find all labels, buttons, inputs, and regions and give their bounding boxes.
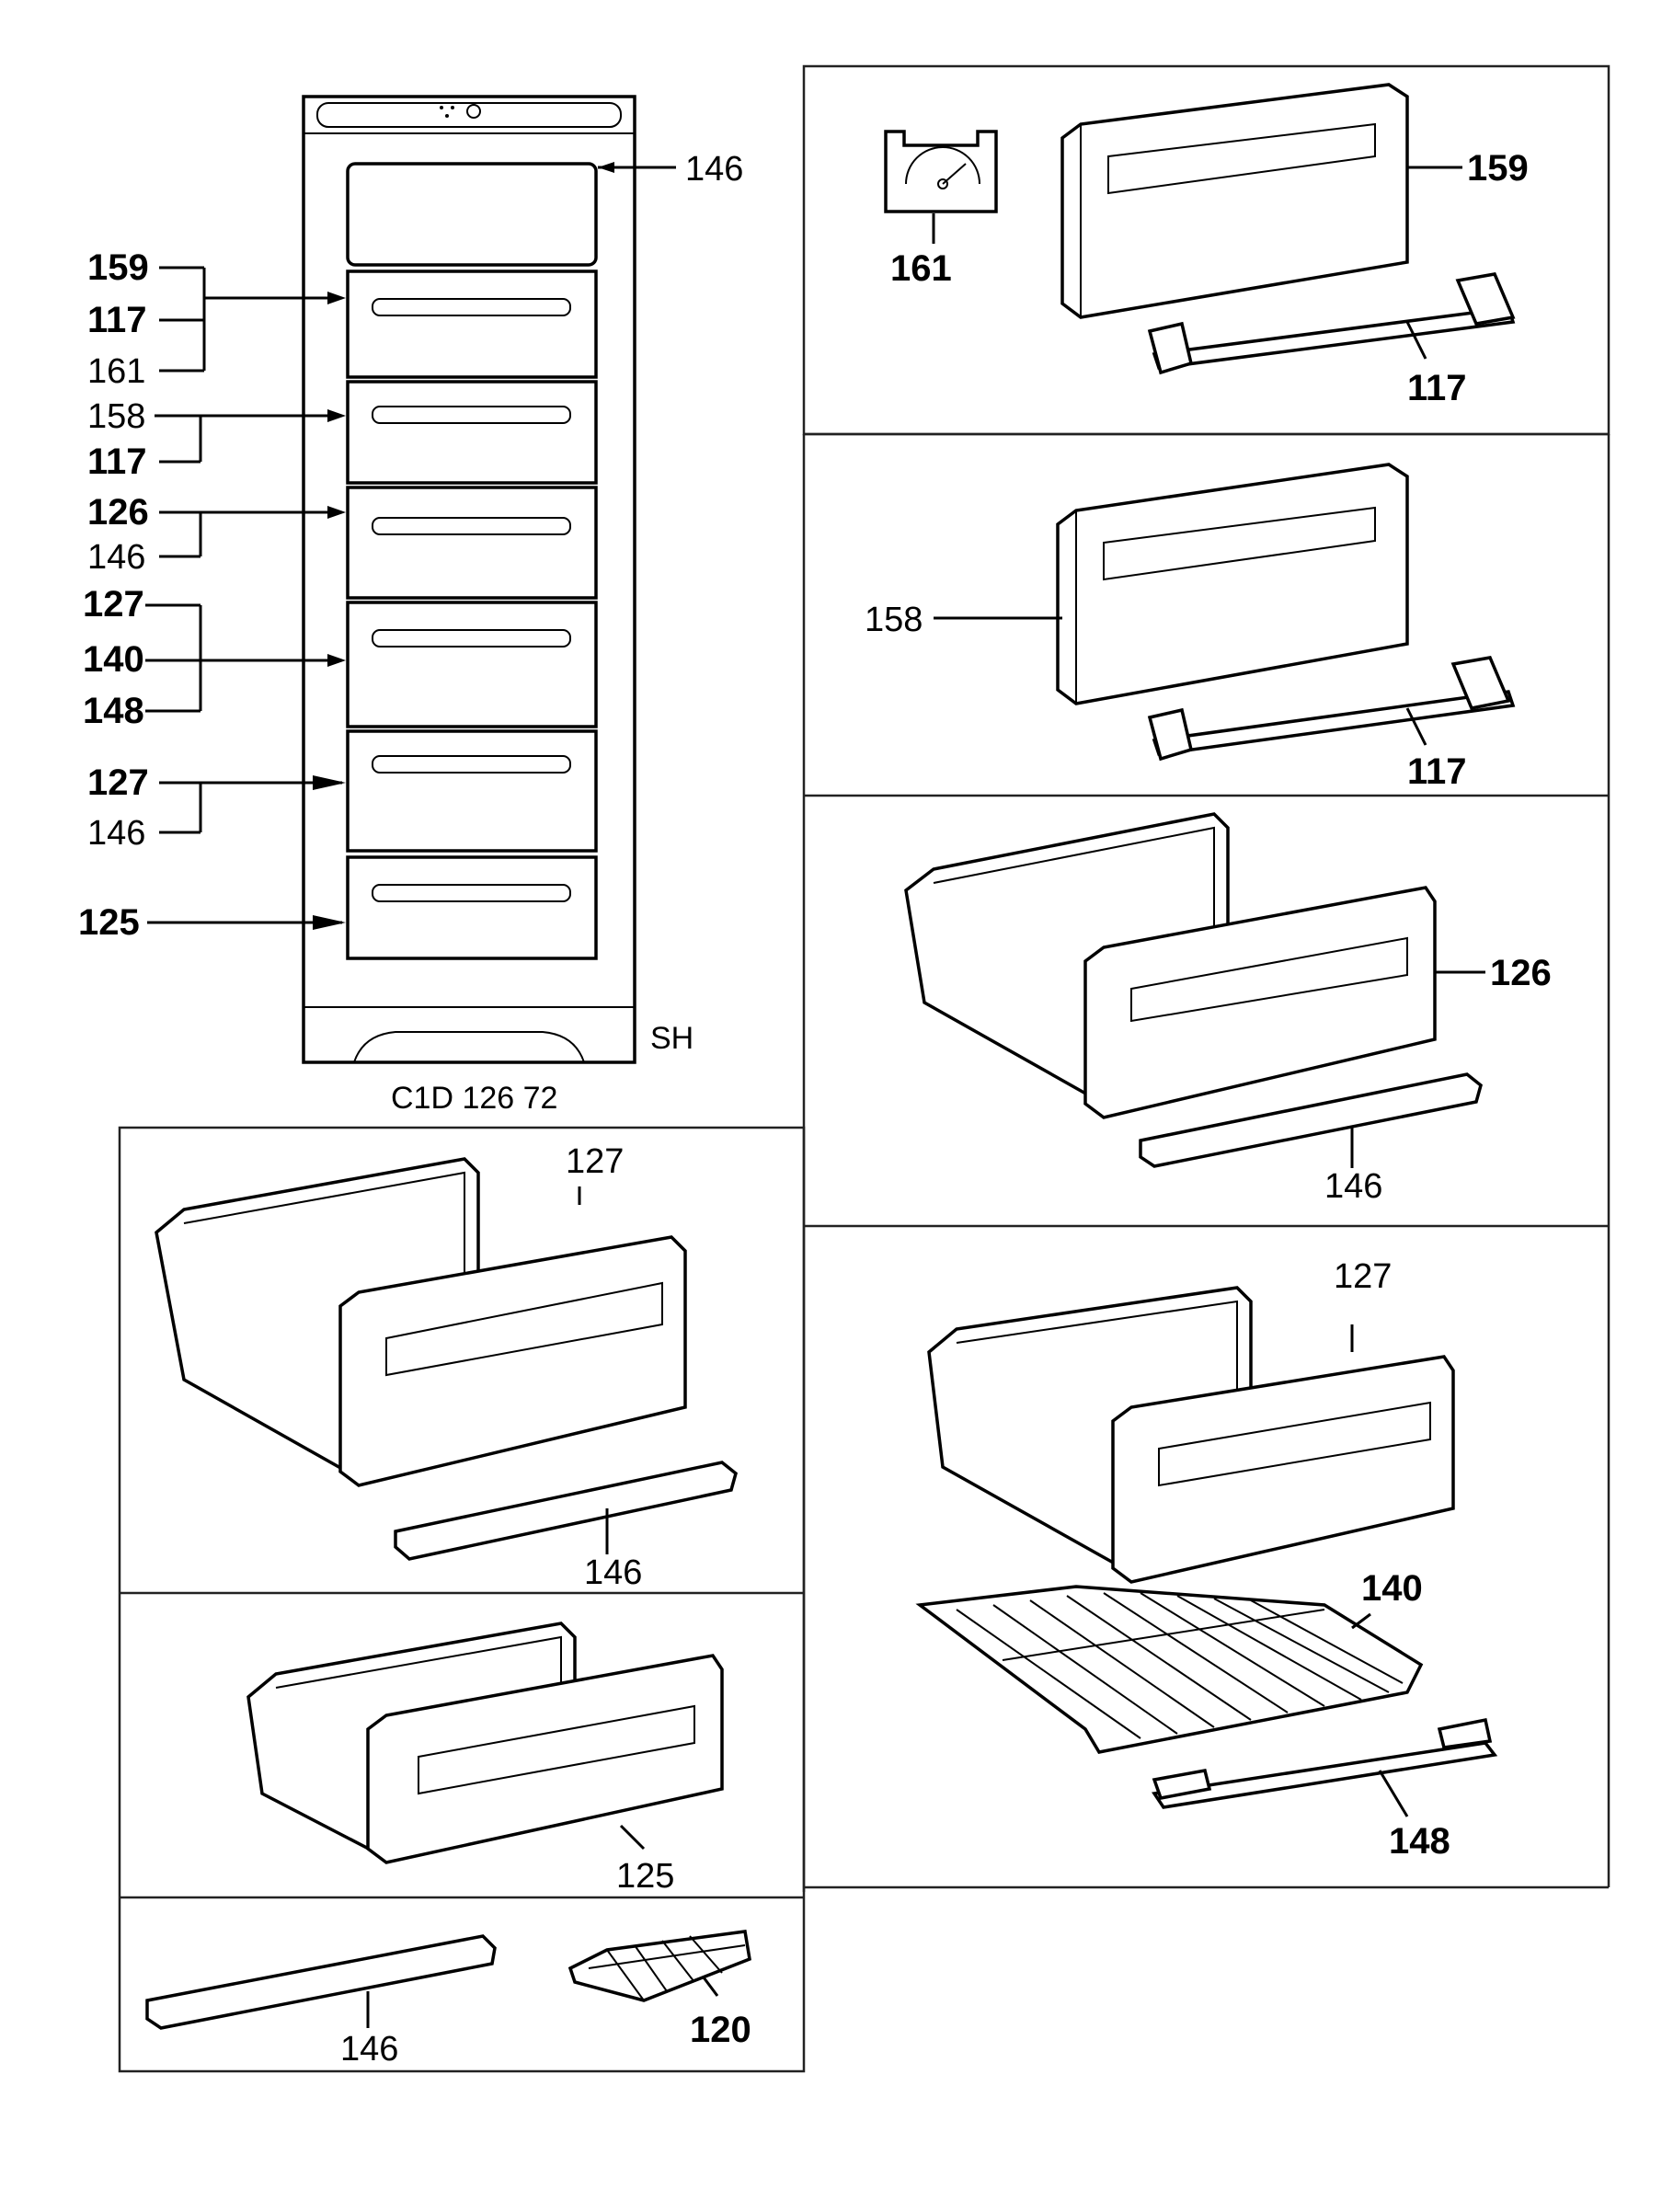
cabinet-control-strip <box>316 102 622 128</box>
panel-4: 127 140 148 <box>915 1257 1498 1862</box>
drawer-front-2 <box>346 380 598 485</box>
part-label: 140 <box>1361 1568 1423 1609</box>
panel-frames <box>118 64 1610 2073</box>
indicator-dot <box>445 114 449 118</box>
plinth-recess <box>353 1031 585 1063</box>
drawer-handle <box>372 755 571 774</box>
part-label: 146 <box>340 2030 398 2069</box>
drawer-front-4 <box>346 601 598 728</box>
drawer-front-126 <box>1083 886 1437 1119</box>
part-label: 127 <box>1334 1257 1392 1296</box>
part-label: 159 <box>1467 148 1529 189</box>
part-label: 161 <box>890 248 952 289</box>
strip-146 <box>1139 1072 1483 1168</box>
callout-label: 146 <box>87 814 145 853</box>
part-label: 117 <box>1407 751 1467 792</box>
corner-label: SH <box>650 1021 693 1056</box>
rail-148 <box>1152 1741 1498 1809</box>
callout-label: 146 <box>87 538 145 577</box>
drawer-front-1 <box>346 269 598 379</box>
callout-label: 140 <box>83 639 144 680</box>
drawer-front-159 <box>1060 83 1409 319</box>
drawer-handle <box>372 406 571 424</box>
cabinet-labels: 146 159 117 161 158 117 126 146 127 140 … <box>78 150 743 1116</box>
callout-label: 117 <box>87 441 147 482</box>
panel-5: 127 146 <box>155 1142 738 1592</box>
ice-tray-120 <box>567 1930 751 2002</box>
part-label: 125 <box>616 1857 674 1896</box>
panel-3: 126 146 <box>904 812 1552 1206</box>
drawer-handle <box>372 517 571 535</box>
part-label: 146 <box>584 1553 642 1592</box>
indicator-dot <box>451 106 454 109</box>
top-compartment <box>346 162 598 267</box>
strip-146 <box>145 1934 497 2030</box>
callout-label: 159 <box>87 247 149 288</box>
callout-label: 117 <box>87 300 147 340</box>
thermometer-161 <box>884 130 998 213</box>
part-label: 120 <box>690 2010 751 2050</box>
part-label: 127 <box>566 1142 624 1181</box>
drawer-handle <box>372 298 571 316</box>
panel-7: 146 120 <box>145 1930 751 2069</box>
part-label: 117 <box>1407 368 1467 408</box>
thermostat-knob-icon <box>466 104 481 119</box>
drawer-front-125 <box>366 1654 724 1864</box>
drawer-handle <box>372 884 571 902</box>
drawer-front-158 <box>1056 463 1409 705</box>
cabinet-top-label: 146 <box>685 150 743 189</box>
callout-label: 126 <box>87 492 149 533</box>
drawer-front-3 <box>346 486 598 600</box>
panel-2: 158 117 <box>865 463 1516 792</box>
callout-label: 127 <box>83 584 144 625</box>
part-label: 158 <box>865 601 923 639</box>
wire-shelf-140 <box>915 1585 1424 1754</box>
part-label: 126 <box>1490 953 1552 993</box>
callout-label: 125 <box>78 902 140 943</box>
callout-label: 161 <box>87 352 145 391</box>
strip-146 <box>394 1461 738 1561</box>
part-label: 146 <box>1324 1167 1382 1206</box>
callout-label: 158 <box>87 397 145 436</box>
part-label: 148 <box>1389 1821 1450 1862</box>
panel-1: 161 159 117 <box>884 83 1529 408</box>
panel-6: 125 <box>246 1622 724 1896</box>
indicator-dot <box>440 106 443 109</box>
model-code: C1D 126 72 <box>391 1081 557 1116</box>
callout-label: 127 <box>87 762 149 803</box>
drawer-front-5 <box>346 729 598 853</box>
drawer-front-127 <box>338 1235 687 1487</box>
drawer-handle <box>372 629 571 648</box>
callout-label: 148 <box>83 691 144 731</box>
drawer-front-6 <box>346 855 598 960</box>
cabinet-overview <box>302 95 636 1064</box>
rail-117 <box>1152 690 1516 756</box>
cabinet-callout-lines <box>145 162 676 930</box>
rail-117 <box>1152 306 1516 370</box>
